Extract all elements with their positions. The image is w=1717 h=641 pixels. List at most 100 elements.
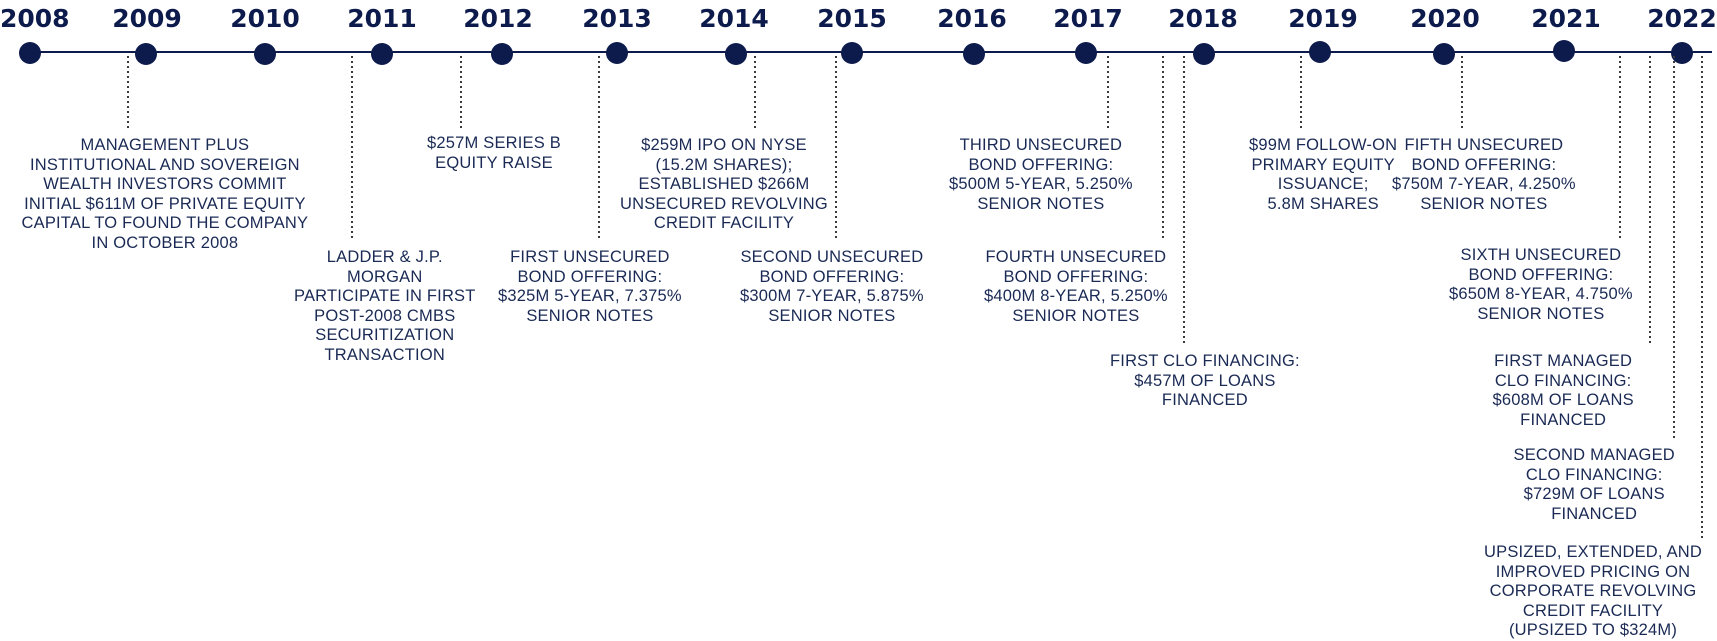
year-label-2018: 2018 [1168, 4, 1238, 33]
year-label-2010: 2010 [230, 4, 300, 33]
year-marker-2015 [841, 42, 863, 64]
event-line: 5.8M SHARES [1267, 194, 1379, 213]
event-connectors [127, 56, 1703, 540]
year-marker-2010 [254, 43, 276, 65]
event-line: $650M 8-YEAR, 4.750% [1449, 285, 1633, 303]
event-line: SECOND UNSECURED [740, 248, 924, 266]
year-label-2008: 2008 [0, 4, 70, 33]
event-line: CAPITAL TO FOUND THE COMPANY [21, 214, 309, 232]
event-line: BOND OFFERING: [759, 267, 905, 286]
year-label-2013: 2013 [582, 4, 652, 33]
year-marker-2019 [1309, 41, 1331, 63]
year-label-2016: 2016 [937, 4, 1007, 33]
event-line: SECURITIZATION [315, 326, 455, 344]
year-marker-2017 [1075, 42, 1097, 64]
event-line: FOURTH UNSECURED [985, 248, 1167, 266]
event-line: BOND OFFERING: [1468, 265, 1614, 284]
event-line: PRIMARY EQUITY [1251, 155, 1395, 174]
event-line: TRANSACTION [324, 345, 445, 364]
event-line: SENIOR NOTES [1477, 304, 1605, 323]
event-line: BOND OFFERING: [968, 155, 1114, 174]
event-line: POST-2008 CMBS [314, 306, 456, 325]
event-line: $500M 5-YEAR, 5.250% [949, 175, 1133, 193]
year-label-2020: 2020 [1410, 4, 1480, 33]
event-line: CORPORATE REVOLVING [1489, 582, 1697, 600]
event-line: ISSUANCE; [1277, 175, 1369, 193]
year-label-2021: 2021 [1531, 4, 1601, 33]
event-line: BOND OFFERING: [1411, 155, 1557, 174]
event-line: SENIOR NOTES [977, 194, 1105, 213]
year-marker-2008 [19, 42, 41, 64]
event-line: (15.2M SHARES); [655, 155, 793, 174]
year-label-2019: 2019 [1288, 4, 1358, 33]
event-line: $99M FOLLOW-ON [1249, 136, 1398, 154]
year-marker-2013 [606, 42, 628, 64]
event-line: BOND OFFERING: [517, 267, 663, 286]
year-marker-2022 [1671, 42, 1693, 64]
event-line: FIRST UNSECURED [510, 248, 670, 266]
event-line: $729M OF LOANS [1523, 485, 1665, 503]
year-marker-2012 [491, 43, 513, 65]
event-line: INSTITUTIONAL AND SOVEREIGN [30, 155, 300, 174]
year-marker-2018 [1193, 43, 1215, 65]
event-line: FIRST MANAGED [1494, 352, 1633, 370]
event-line: MORGAN [347, 267, 423, 286]
event-line: $257M SERIES B [427, 134, 561, 152]
event-line: SENIOR NOTES [1012, 306, 1140, 325]
year-marker-2009 [135, 43, 157, 65]
event-line: FINANCED [1520, 410, 1607, 429]
year-label-2009: 2009 [112, 4, 182, 33]
year-label-2011: 2011 [347, 4, 417, 33]
event-line: CLO FINANCING: [1525, 465, 1663, 484]
event-line: CREDIT FACILITY [653, 214, 795, 232]
event-line: $325M 5-YEAR, 7.375% [498, 287, 682, 305]
event-line: THIRD UNSECURED [959, 136, 1123, 154]
year-label-2012: 2012 [463, 4, 533, 33]
event-line: $259M IPO ON NYSE [641, 136, 807, 154]
event-label-5: $259M IPO ON NYSE(15.2M SHARES);ESTABLIS… [620, 136, 828, 234]
event-line: SENIOR NOTES [768, 306, 896, 325]
event-line: UPSIZED, EXTENDED, AND [1484, 543, 1703, 561]
year-label-2015: 2015 [817, 4, 887, 33]
event-line: $300M 7-YEAR, 5.875% [740, 287, 924, 305]
event-line: $750M 7-YEAR, 4.250% [1392, 175, 1576, 193]
year-marker-2014 [725, 43, 747, 65]
year-marker-2021 [1553, 40, 1575, 62]
event-line: PARTICIPATE IN FIRST [294, 287, 476, 305]
event-line: FINANCED [1551, 504, 1638, 523]
event-line: FINANCED [1161, 391, 1248, 409]
year-marker-2011 [371, 43, 393, 65]
event-line: CLO FINANCING: [1494, 371, 1632, 390]
year-label-2014: 2014 [699, 4, 769, 33]
year-label-2017: 2017 [1053, 4, 1123, 33]
event-line: SENIOR NOTES [1420, 194, 1548, 213]
year-marker-2020 [1433, 43, 1455, 65]
event-line: INITIAL $611M OF PRIVATE EQUITY [24, 194, 306, 213]
event-line: LADDER & J.P. [326, 248, 443, 266]
event-line: (UPSIZED TO $324M) [1508, 621, 1678, 639]
event-line: $457M OF LOANS [1134, 371, 1276, 390]
event-line: IMPROVED PRICING ON [1495, 562, 1691, 581]
year-label-2022: 2022 [1647, 4, 1717, 33]
event-line: BOND OFFERING: [1003, 267, 1149, 286]
event-line: SECOND MANAGED [1513, 446, 1675, 464]
event-line: CREDIT FACILITY [1522, 601, 1664, 620]
event-line: WEALTH INVESTORS COMMIT [43, 175, 287, 193]
event-line: ESTABLISHED $266M [638, 175, 810, 193]
event-line: $608M OF LOANS [1492, 391, 1634, 409]
event-line: EQUITY RAISE [435, 153, 553, 172]
event-line: $400M 8-YEAR, 5.250% [984, 287, 1168, 305]
